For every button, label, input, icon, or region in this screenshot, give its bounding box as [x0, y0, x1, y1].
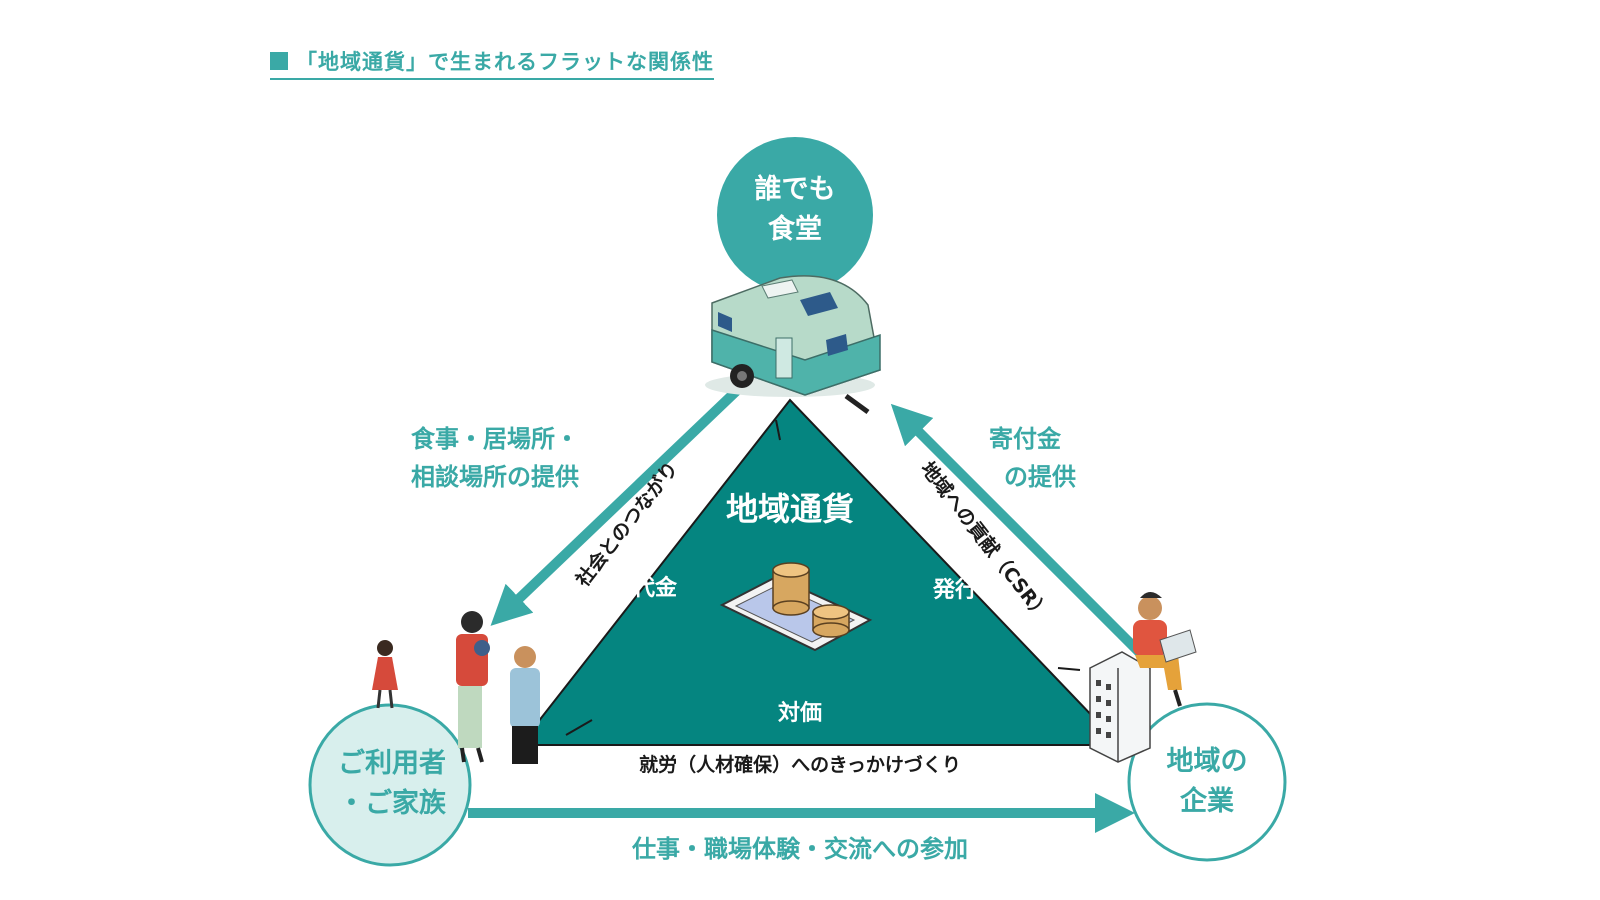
- node-left-line2: ・ご家族: [338, 787, 447, 819]
- bottom-flow-label: 仕事・職場体験・交流への参加: [631, 835, 968, 863]
- heading-square-marker: [270, 52, 288, 70]
- coins-on-phone-icon: [719, 562, 873, 652]
- node-right-circle: [1127, 702, 1287, 862]
- center-label-bottom: 対価: [778, 701, 822, 726]
- left-flow-arrow: [490, 374, 754, 626]
- center-label-right: 発行: [932, 577, 977, 603]
- worker-with-laptop-icon: [1133, 592, 1197, 707]
- node-left-line1: ご利用者: [338, 747, 446, 779]
- right-flow-label-2: の提供: [1004, 463, 1076, 491]
- node-left-circle: [308, 703, 472, 867]
- family-people-icon: [372, 611, 540, 764]
- central-triangle: [517, 398, 1123, 746]
- right-flow-arrow: [890, 403, 1156, 669]
- left-flow-label-1: 食事・居場所・: [411, 425, 579, 453]
- center-title: 地域通貨: [726, 490, 854, 528]
- node-top-line2: 食堂: [768, 213, 822, 245]
- node-right-line2: 企業: [1180, 785, 1234, 817]
- left-flow-label-2: 相談場所の提供: [411, 463, 579, 491]
- right-flow-label-1: 寄付金: [989, 425, 1062, 453]
- node-top-line1: 誰でも: [755, 173, 836, 205]
- office-building-icon: [1089, 651, 1151, 763]
- center-label-left: 代金: [632, 575, 678, 601]
- node-right-line1: 地域の: [1167, 746, 1248, 777]
- bottom-edge-label: 就労（人材確保）へのきっかけづくり: [639, 753, 961, 776]
- node-top-circle: [717, 137, 873, 293]
- caravan-icon: [705, 275, 881, 415]
- triangle-corner-ticks: [565, 419, 1081, 736]
- heading-title: 「地域通貨」で生まれるフラットな関係性: [296, 50, 714, 74]
- page-heading: 「地域通貨」で生まれるフラットな関係性: [270, 46, 714, 80]
